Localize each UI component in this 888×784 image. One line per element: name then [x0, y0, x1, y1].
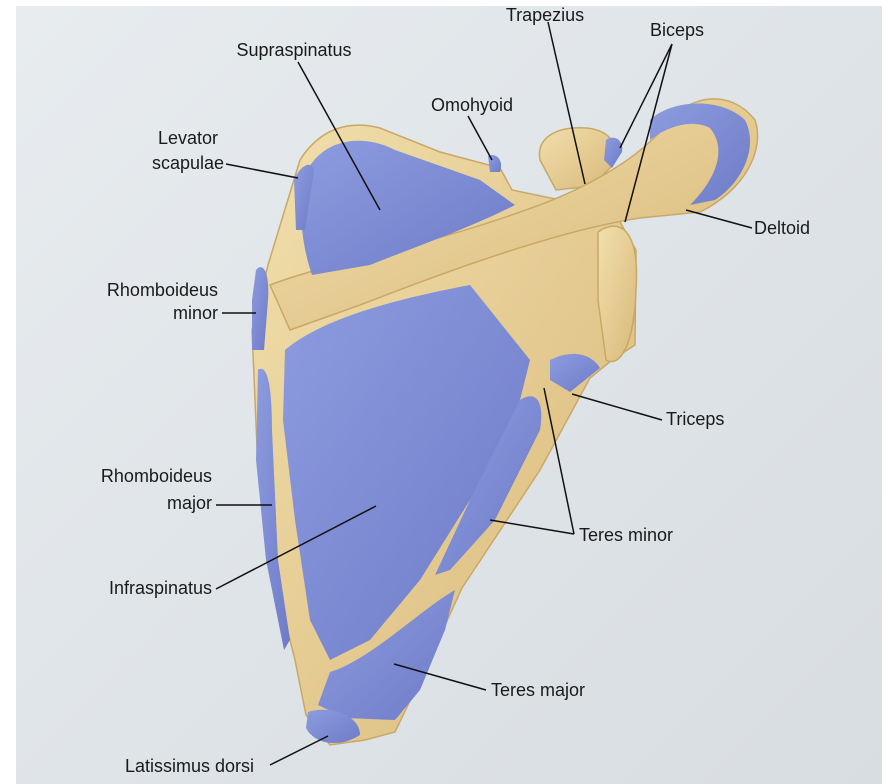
label-supraspinatus: Supraspinatus — [230, 40, 358, 61]
label-rhomboideus-minor-line2: minor — [90, 303, 218, 324]
label-rhomboideus-major-line2: major — [84, 493, 212, 514]
label-teres-major: Teres major — [491, 680, 585, 701]
label-teres-minor: Teres minor — [579, 525, 673, 546]
label-omohyoid: Omohyoid — [420, 95, 524, 116]
label-biceps: Biceps — [640, 20, 714, 41]
label-rhomboideus-major-line1: Rhomboideus — [84, 466, 212, 487]
label-latissimus-dorsi: Latissimus dorsi — [125, 756, 254, 777]
label-rhomboideus-minor-line1: Rhomboideus — [90, 280, 218, 301]
label-triceps: Triceps — [666, 409, 724, 430]
label-deltoid: Deltoid — [754, 218, 810, 239]
label-levator-scapulae-line1: Levator — [136, 128, 240, 149]
label-levator-scapulae-line2: scapulae — [136, 153, 240, 174]
label-infraspinatus: Infraspinatus — [84, 578, 212, 599]
label-trapezius: Trapezius — [493, 5, 597, 26]
